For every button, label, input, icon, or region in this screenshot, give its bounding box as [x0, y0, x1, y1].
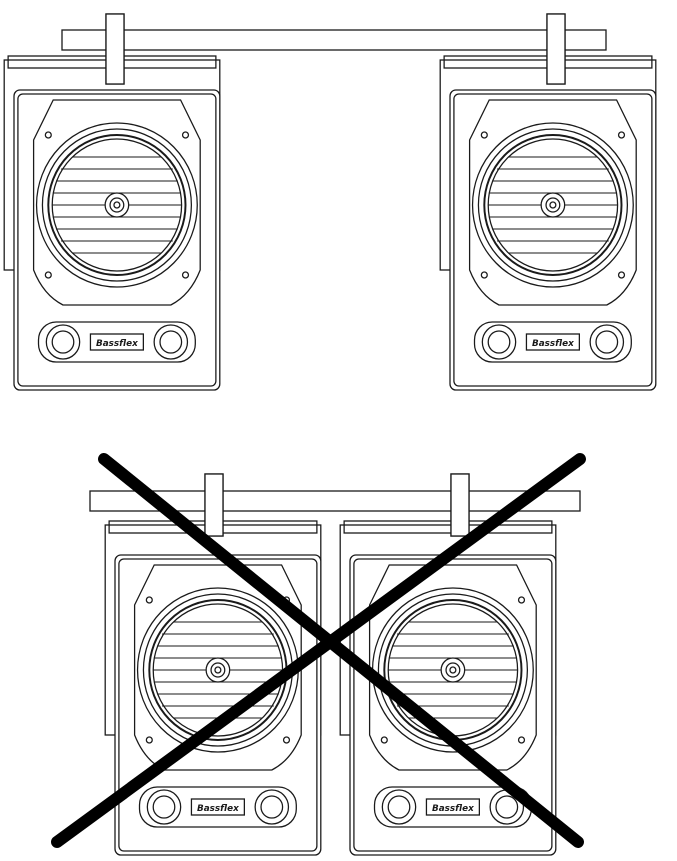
- speaker-brand-label: Bassflex: [532, 339, 574, 349]
- speaker-right-top: Bassflex: [439, 55, 657, 391]
- speaker-brand-label: Bassflex: [197, 804, 239, 814]
- speaker-left-top: Bassflex: [3, 55, 221, 391]
- not-allowed-cross-mark: [51, 453, 586, 848]
- speaker-brand-label: Bassflex: [432, 804, 474, 814]
- mounting-bar-top: [61, 29, 607, 51]
- incorrect-configuration: Bassflex Bassflex: [51, 453, 586, 856]
- speaker-right-bottom: Bassflex: [339, 520, 557, 856]
- correct-configuration: Bassflex Bassflex: [3, 13, 657, 391]
- speaker-left-bottom: Bassflex: [104, 520, 322, 856]
- speaker-brand-label: Bassflex: [96, 339, 138, 349]
